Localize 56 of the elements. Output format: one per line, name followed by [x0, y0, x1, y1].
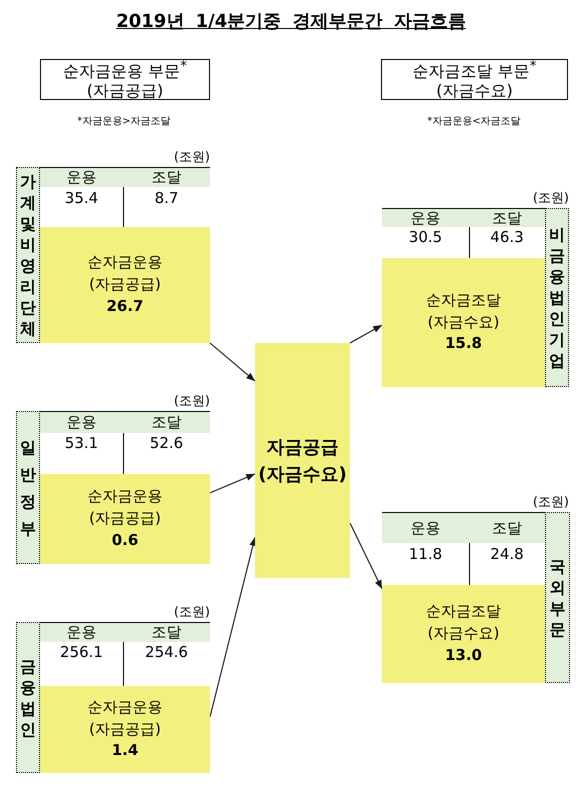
box-heading: 순자금운용 (자금공급) [86, 486, 164, 530]
arrow [350, 324, 382, 344]
column-header: 운용 [40, 411, 123, 433]
amount-value: 52.6 [150, 434, 184, 452]
box-value: 26.7 [106, 296, 144, 317]
unit-label: (조원) [174, 605, 210, 620]
arrow [210, 342, 256, 382]
column-header: 조달 [123, 411, 210, 433]
amount-value: 8.7 [154, 189, 178, 207]
amount-value: 46.3 [490, 228, 524, 246]
diagram-title: 2019년 1/4분기중 경제부문간 자금흐름 [116, 10, 466, 33]
amount-value: 256.1 [60, 643, 103, 661]
amount-value: 53.1 [64, 434, 98, 452]
net-flow-box [382, 585, 545, 683]
sector-label: 국외부문 [545, 512, 570, 683]
net-flow-box [40, 474, 210, 564]
column-header: 운용 [382, 208, 469, 227]
column-header: 조달 [123, 622, 210, 642]
box-value: 15.8 [444, 333, 482, 354]
sector-label: 비금융법인기업 [545, 208, 569, 387]
amount-value: 254.6 [145, 643, 188, 661]
fund-pool-box: 자금공급 (자금수요) [255, 343, 350, 578]
arrow [210, 473, 256, 494]
section-header: 순자금운용 부문$^{*}$ (자금공급) [40, 59, 210, 100]
column-header: 운용 [40, 167, 123, 187]
net-flow-box [40, 227, 210, 343]
column-header: 운용 [382, 512, 469, 543]
unit-label: (조원) [174, 394, 210, 409]
unit-label: (조원) [532, 191, 569, 206]
amount-value: 35.4 [64, 189, 98, 207]
unit-label: (조원) [174, 150, 210, 165]
section-header: 순자금조달 부문$^{*}$ (자금수요) [381, 59, 568, 100]
column-header: 조달 [469, 208, 545, 227]
column-header: 운용 [40, 622, 123, 642]
box-heading: 순자금조달 (자금수요) [425, 290, 502, 333]
box-value: 0.6 [112, 530, 138, 551]
sector-label: 가계및비영리단체 [16, 167, 40, 343]
box-heading: 순자금운용 (자금공급) [86, 252, 164, 296]
unit-label: (조원) [532, 495, 569, 510]
footnote: *자금운용<자금조달 [427, 115, 521, 128]
net-flow-box [40, 686, 210, 773]
arrow [209, 536, 256, 718]
amount-value: 24.8 [490, 545, 524, 563]
column-header: 조달 [469, 512, 545, 543]
sector-label: 일반정부 [16, 411, 40, 564]
arrow [350, 522, 382, 590]
net-flow-box [382, 258, 545, 387]
footnote: *자금운용>자금조달 [77, 115, 171, 128]
box-value: 13.0 [444, 644, 482, 666]
box-heading: 순자금조달 (자금수요) [425, 601, 502, 644]
amount-value: 30.5 [408, 228, 442, 246]
box-value: 1.4 [112, 740, 138, 762]
sector-label: 금융법인 [16, 622, 40, 773]
column-header: 조달 [123, 167, 210, 187]
box-heading: 순자금운용 (자금공급) [86, 696, 164, 740]
amount-value: 11.8 [408, 545, 442, 563]
